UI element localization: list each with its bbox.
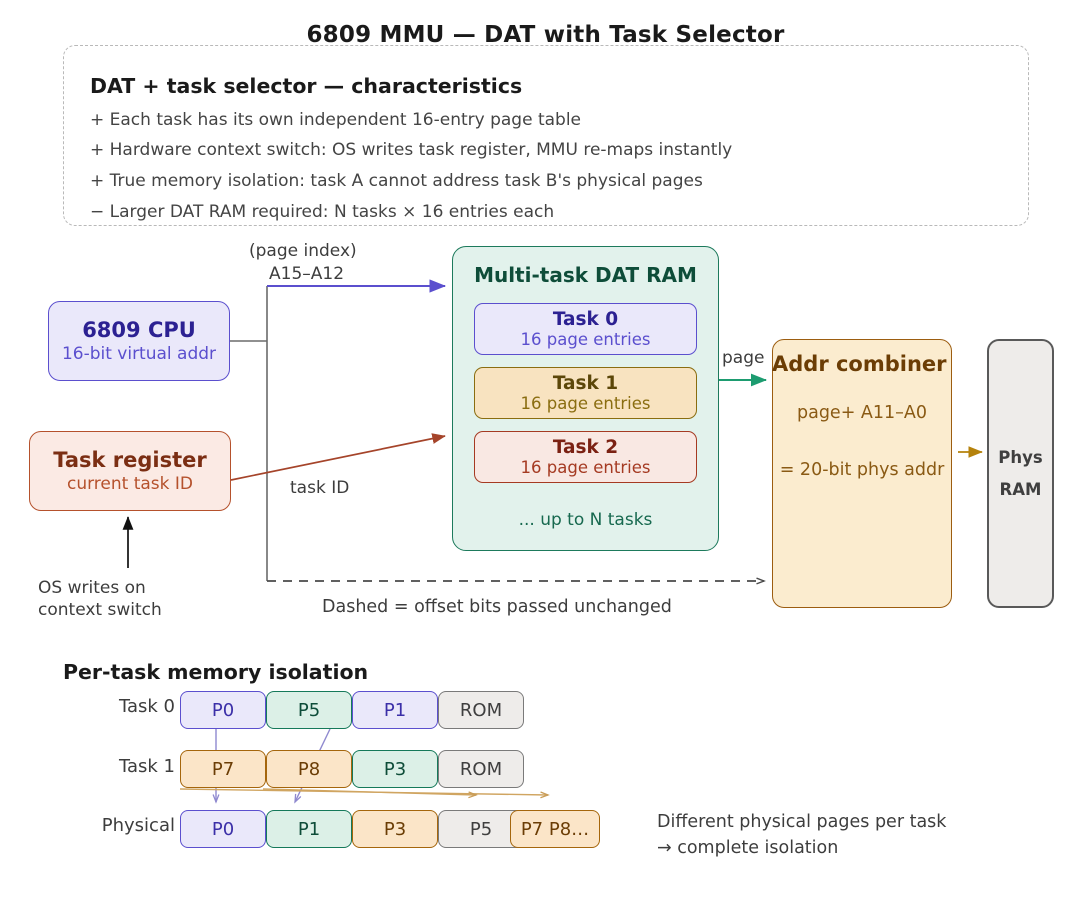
task-entry-1-detail: 16 page entries <box>520 394 651 413</box>
dat-ram-title: Multi-task DAT RAM <box>474 263 697 287</box>
isolation-cell[interactable]: ROM <box>438 691 524 729</box>
task-entry-1[interactable]: Task 1 16 page entries <box>474 367 697 419</box>
characteristics-line-1: + Each task has its own independent 16-e… <box>90 110 582 130</box>
cpu-title: 6809 CPU <box>82 318 196 342</box>
isolation-cell[interactable]: P8 <box>266 750 352 788</box>
dat-ram-footer: ... up to N tasks <box>518 510 653 530</box>
isolation-row-label-task1: Task 1 <box>118 756 175 777</box>
isolation-note-line-1: Different physical pages per task <box>657 812 947 832</box>
isolation-cell[interactable]: P3 <box>352 750 438 788</box>
isolation-row-label-physical: Physical <box>101 815 175 836</box>
characteristics-line-2: + Hardware context switch: OS writes tas… <box>90 140 733 160</box>
phys-ram-line-1: Phys <box>998 448 1043 468</box>
node-cpu[interactable]: 6809 CPU 16-bit virtual addr <box>48 301 230 381</box>
node-task-register[interactable]: Task register current task ID <box>29 431 231 511</box>
isolation-note-line-2: → complete isolation <box>657 838 839 858</box>
characteristics-line-3: + True memory isolation: task A cannot a… <box>90 171 703 191</box>
edge-label-page: page <box>722 348 765 368</box>
characteristics-heading: DAT + task selector — characteristics <box>90 74 523 98</box>
task-entry-2-detail: 16 page entries <box>520 458 651 477</box>
node-phys-ram[interactable]: Phys RAM <box>987 339 1054 608</box>
isolation-cell[interactable]: P0 <box>180 691 266 729</box>
addr-combiner-title: Addr combiner <box>772 352 947 376</box>
isolation-row-label-task0: Task 0 <box>118 696 175 717</box>
isolation-cell[interactable]: P7 P8… <box>510 810 600 848</box>
isolation-cell[interactable]: P5 <box>266 691 352 729</box>
isolation-cell[interactable]: P0 <box>180 810 266 848</box>
isolation-heading: Per-task memory isolation <box>63 660 369 684</box>
isolation-cell[interactable]: P1 <box>352 691 438 729</box>
edge-label-a15-a12: A15–A12 <box>269 264 345 284</box>
isolation-cell[interactable]: P5 <box>438 810 524 848</box>
phys-ram-line-2: RAM <box>999 479 1042 499</box>
addr-combiner-line-2: = 20-bit phys addr <box>779 460 945 480</box>
isolation-cell[interactable]: P1 <box>266 810 352 848</box>
task-entry-0[interactable]: Task 0 16 page entries <box>474 303 697 355</box>
node-addr-combiner[interactable] <box>772 339 952 608</box>
characteristics-panel <box>63 45 1029 226</box>
task-register-subtitle: current task ID <box>66 474 194 494</box>
edge-label-page-index: (page index) <box>249 241 357 261</box>
task-entry-1-name: Task 1 <box>552 373 619 394</box>
task-entry-0-name: Task 0 <box>552 309 619 330</box>
isolation-cell[interactable]: P7 <box>180 750 266 788</box>
isolation-cell[interactable]: ROM <box>438 750 524 788</box>
edge-label-os-writes-line-1: OS writes on <box>38 578 146 598</box>
task-entry-2[interactable]: Task 2 16 page entries <box>474 431 697 483</box>
characteristics-line-4: − Larger DAT RAM required: N tasks × 16 … <box>90 202 555 222</box>
cpu-subtitle: 16-bit virtual addr <box>61 344 217 364</box>
addr-combiner-line-1: page+ A11–A0 <box>796 403 928 423</box>
isolation-cell[interactable]: P3 <box>352 810 438 848</box>
edge-label-os-writes-line-2: context switch <box>38 600 162 620</box>
task-entry-0-detail: 16 page entries <box>520 330 651 349</box>
edge-label-dashed-legend: Dashed = offset bits passed unchanged <box>322 597 672 617</box>
task-register-title: Task register <box>53 448 207 472</box>
task-entry-2-name: Task 2 <box>552 437 619 458</box>
edge-label-task-id: task ID <box>290 478 350 498</box>
page-title: 6809 MMU — DAT with Task Selector <box>306 22 785 48</box>
